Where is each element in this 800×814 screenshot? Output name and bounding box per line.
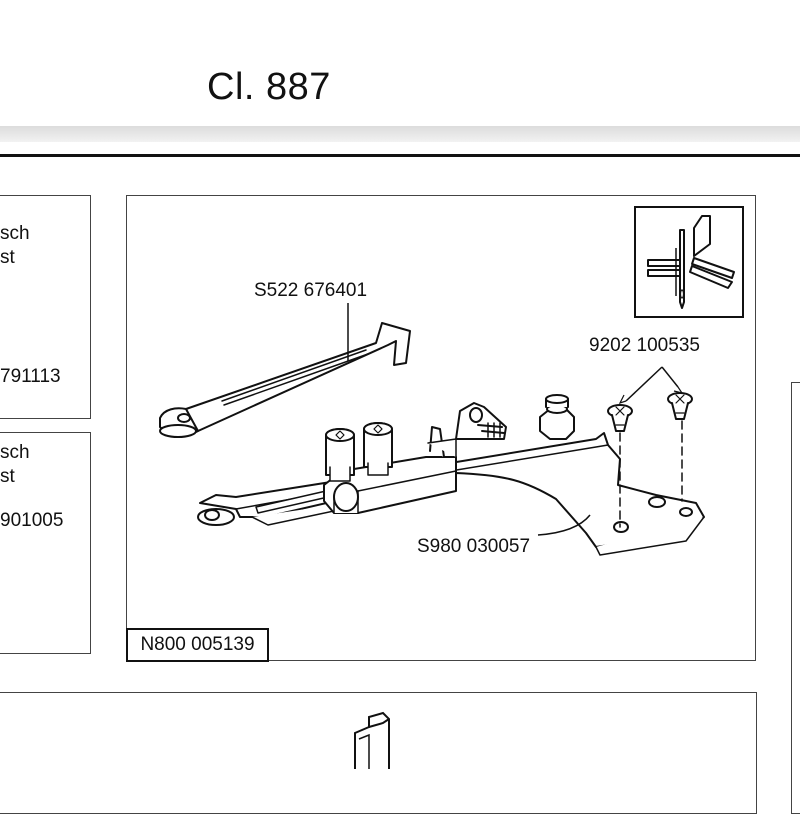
exploded-view-drawing [159, 303, 705, 556]
needle-cutter-icon [647, 215, 735, 309]
base-plate-part [199, 432, 705, 548]
left-panel-1-line1: sch [0, 223, 30, 244]
right-edge-panel [791, 382, 800, 814]
left-panel-1-part-no: 791113 [0, 366, 61, 387]
page-title: Cl. 887 [207, 66, 331, 108]
bottom-part-thumbnail [354, 711, 390, 769]
left-panel-1-line2: st [0, 247, 15, 268]
left-panel-2-line2: st [0, 466, 15, 487]
header-band [0, 126, 800, 142]
bottom-panel[interactable] [0, 692, 757, 814]
header-rule [0, 154, 800, 157]
inset-box [634, 206, 744, 318]
assembly-part-number[interactable]: N800 005139 [126, 628, 269, 662]
callout-plate-part-no[interactable]: S980 030057 [417, 536, 531, 557]
left-panel-2-part-no: 901005 [0, 510, 64, 531]
left-panel-1[interactable]: sch st 791113 [0, 195, 91, 419]
left-panel-2[interactable]: sch st 901005 [0, 432, 91, 654]
callout-screws-part-no[interactable]: 9202 100535 [589, 335, 700, 356]
left-panel-2-line1: sch [0, 442, 30, 463]
callout-bracket-part-no[interactable]: S522 676401 [254, 280, 368, 301]
